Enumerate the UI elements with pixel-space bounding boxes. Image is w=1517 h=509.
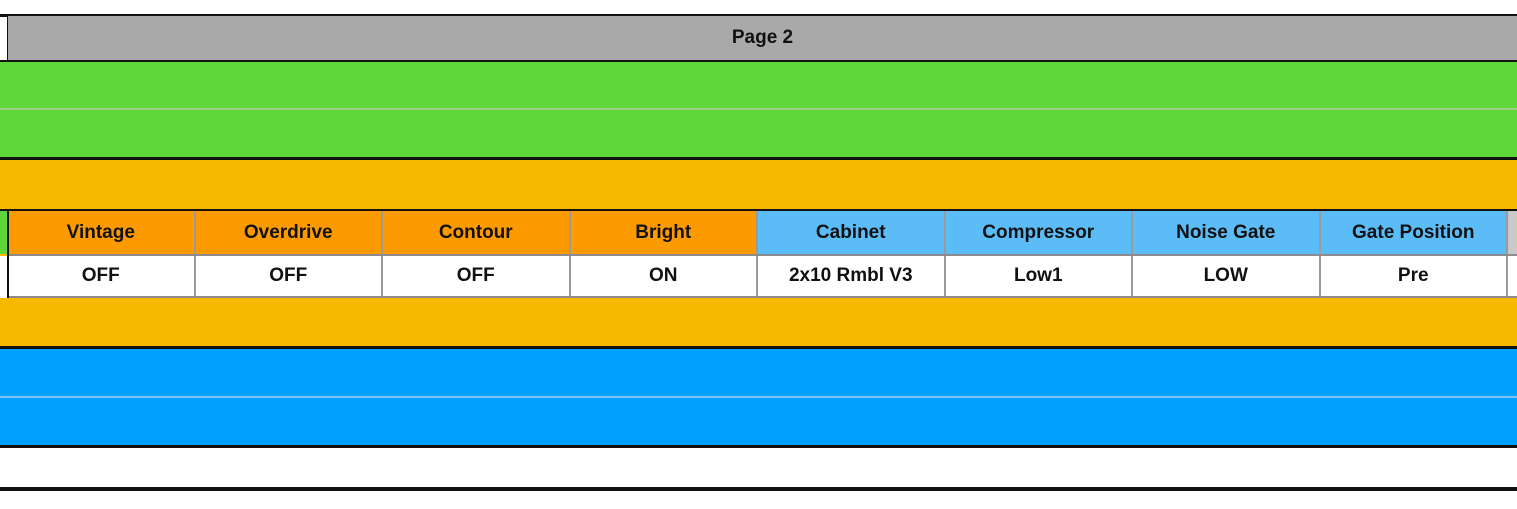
row-edge-stub [1508, 211, 1517, 254]
blue-bottom-divider [0, 445, 1517, 448]
param-value-contour[interactable]: OFF [383, 256, 571, 296]
params-label-row: Vintage Overdrive Contour Bright Cabinet… [8, 211, 1517, 256]
blue-row-divider [0, 396, 1517, 398]
param-value-vintage[interactable]: OFF [8, 256, 196, 296]
page-title: Page 2 [731, 27, 794, 48]
param-label-compressor: Compressor [945, 211, 1133, 254]
left-green-marker [0, 211, 7, 254]
param-value-compressor[interactable]: Low1 [945, 256, 1133, 296]
param-label-overdrive: Overdrive [195, 211, 383, 254]
amber-bottom-divider [0, 346, 1517, 349]
param-value-bright[interactable]: ON [570, 256, 758, 296]
param-label-bright: Bright [570, 211, 758, 254]
param-label-contour: Contour [383, 211, 571, 254]
param-value-overdrive[interactable]: OFF [195, 256, 383, 296]
green-section [0, 62, 1517, 158]
top-divider [0, 14, 1517, 17]
param-value-cabinet[interactable]: 2x10 Rmbl V3 [758, 256, 946, 296]
params-top-divider [0, 209, 1517, 211]
param-value-noise-gate[interactable]: LOW [1133, 256, 1321, 296]
blue-section [0, 349, 1517, 445]
param-value-gate-position[interactable]: Pre [1320, 256, 1508, 296]
param-label-cabinet: Cabinet [758, 211, 946, 254]
param-label-noise-gate: Noise Gate [1133, 211, 1321, 254]
row-edge-stub [1508, 256, 1517, 296]
bottom-divider [0, 487, 1517, 491]
left-white-marker [0, 256, 7, 298]
green-row-divider [0, 108, 1517, 110]
params-table: Vintage Overdrive Contour Bright Cabinet… [8, 211, 1517, 298]
header-bottom-divider [0, 60, 1517, 62]
green-bottom-divider [0, 157, 1517, 160]
param-label-vintage: Vintage [8, 211, 196, 254]
params-value-row: OFF OFF OFF ON 2x10 Rmbl V3 Low1 LOW Pre [8, 256, 1517, 298]
param-label-gate-position: Gate Position [1320, 211, 1508, 254]
page-header: Page 2 [8, 16, 1517, 60]
params-left-edge [7, 211, 9, 298]
